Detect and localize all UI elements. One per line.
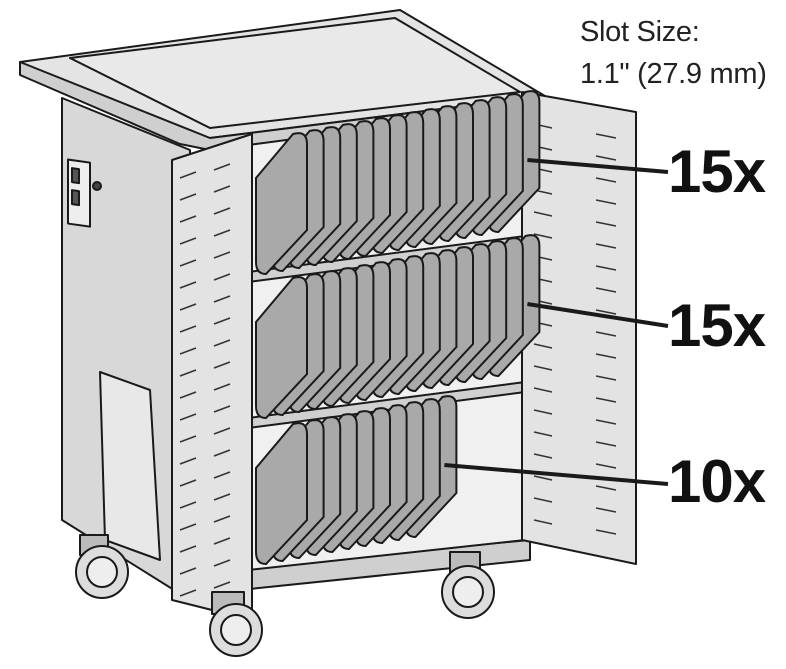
door-vent-slot [179,391,197,399]
door-vent-slot [213,207,231,215]
device-tablet [255,422,308,566]
door-vent-slot [213,383,231,391]
device-tablet [255,132,308,276]
door-vent-slot [179,347,197,355]
door-vent-slot [179,215,197,223]
device-slots [255,90,541,566]
door-vent-slot [213,405,231,413]
power-outlet-lower [71,189,80,207]
shelf-1-count-label: 15x [668,138,766,205]
door-vent-slot [595,529,617,535]
caster-front-right [441,551,495,619]
door-vent-slot [179,501,197,509]
door-vent-slot [595,463,617,469]
door-vent-slot [595,199,617,205]
door-vent-slot [595,331,617,337]
power-switch-icon [92,181,102,191]
door-vent-slot [179,281,197,289]
callout-leader-line [444,463,669,486]
door-vent-slot [179,193,197,201]
callout-leader-lines [444,158,669,486]
door-vent-slot [213,471,231,479]
door-vent-slot [533,453,553,459]
door-vent-slot [179,567,197,575]
callout-leader-line [527,158,669,174]
door-vent-slot [213,273,231,281]
slot-size-title: Slot Size: [580,16,700,48]
device-tablet [255,276,308,420]
slot-size-value: 1.1" (27.9 mm) [580,58,767,90]
caster-front-left [209,591,263,657]
door-vent-slot [179,171,197,179]
power-outlet-upper [71,167,80,185]
door-vent-slot [595,221,617,227]
door-vent-slot [595,155,617,161]
door-vent-slot [595,177,617,183]
door-vent-slot [595,243,617,249]
door-vent-slot [533,365,553,371]
door-vent-slot [179,589,197,597]
door-vent-slot [595,441,617,447]
door-vent-slot [213,251,231,259]
door-vent-slot [595,419,617,425]
door-vent-slot [179,303,197,311]
door-vent-slot [213,163,231,171]
door-vent-slot [213,361,231,369]
caster-back-left [75,534,129,599]
door-vent-slot [533,343,553,349]
door-vent-slot [213,295,231,303]
door-vent-slot [595,309,617,315]
door-vent-slot [179,435,197,443]
door-vent-slot [179,457,197,465]
door-vent-slot [179,479,197,487]
door-vent-slot [179,523,197,531]
door-vent-slot [179,237,197,245]
door-vent-slot [595,265,617,271]
right-door [521,91,637,565]
shelf-3-count-label: 10x [668,448,766,515]
door-vent-slot [533,387,553,393]
door-vent-slot [533,519,553,525]
door-vent-slot [213,493,231,501]
door-vent-slot [213,449,231,457]
door-vent-slot [595,133,617,139]
door-vent-slot [213,559,231,567]
door-vent-slot [213,537,231,545]
door-vent-slot [595,485,617,491]
cart-top-inset [69,17,521,129]
door-vent-slot [179,545,197,553]
door-vent-slot [213,427,231,435]
door-vent-slot [179,325,197,333]
door-vent-slot [595,507,617,513]
door-vent-slot [213,317,231,325]
door-vent-slot [213,339,231,347]
door-vent-slot [533,475,553,481]
door-vent-slot [595,397,617,403]
callout-leader-line [527,302,669,328]
side-handle-cutout [99,371,161,561]
shelf-2-count-label: 15x [668,292,766,359]
door-vent-slots [179,123,617,597]
door-vent-slot [595,375,617,381]
door-vent-slot [533,211,553,217]
door-vent-slot [213,229,231,237]
door-vent-slot [213,185,231,193]
door-vent-slot [595,287,617,293]
door-vent-slot [179,259,197,267]
door-vent-slot [213,581,231,589]
door-vent-slot [179,413,197,421]
door-vent-slot [595,353,617,359]
door-vent-slot [533,409,553,415]
left-door [171,133,253,621]
door-vent-slot [213,515,231,523]
door-vent-slot [533,233,553,239]
door-vent-slot [533,431,553,437]
door-vent-slot [533,497,553,503]
door-vent-slot [179,369,197,377]
